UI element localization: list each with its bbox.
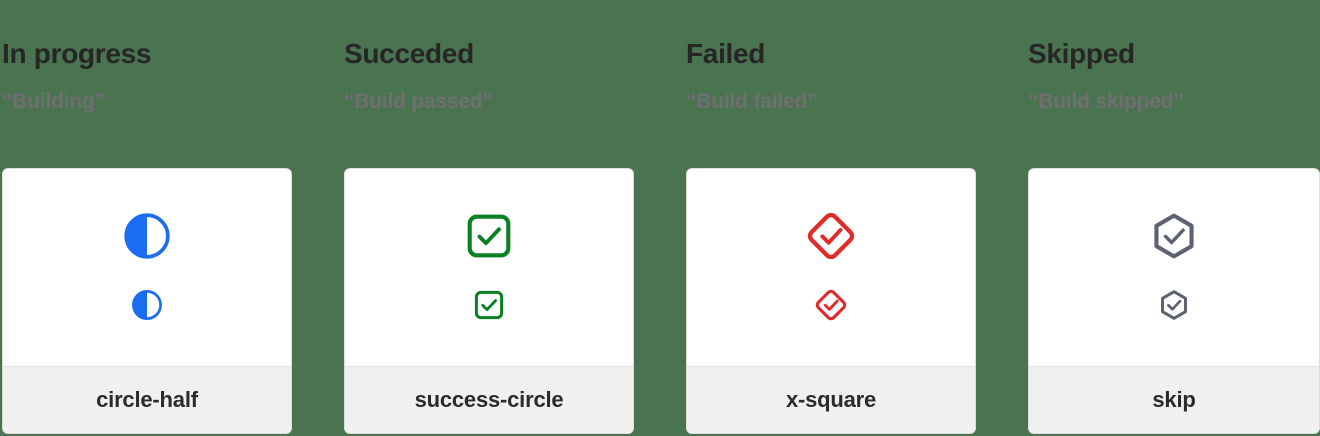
status-column-failed: Failed “Build failed” x-square <box>684 0 1024 436</box>
column-heading: Succeded <box>344 38 474 69</box>
icon-card-footer: x-square <box>687 366 975 433</box>
column-heading: In progress <box>2 38 152 69</box>
column-subheading: “Build failed” <box>686 90 818 113</box>
success-circle-icon <box>467 214 511 257</box>
icon-card-footer: circle-half <box>3 366 291 433</box>
icon-card-x-square[interactable]: x-square <box>686 168 976 434</box>
column-subheading: “Building” <box>2 90 105 113</box>
icon-name-label: circle-half <box>96 387 198 412</box>
column-subheading: “Build skipped” <box>1028 90 1184 113</box>
skip-icon <box>1161 289 1187 320</box>
icon-preview-area <box>687 169 975 366</box>
circle-half-icon <box>132 289 162 320</box>
status-column-succeded: Succeded “Build passed” success-circle <box>342 0 682 436</box>
icon-preview-area <box>3 169 291 366</box>
icon-card-skip[interactable]: skip <box>1028 168 1320 434</box>
icon-name-label: success-circle <box>414 387 564 412</box>
icon-card-footer: skip <box>1029 366 1319 433</box>
icon-preview-area <box>1029 169 1319 366</box>
column-subheading: “Build passed” <box>344 90 493 113</box>
circle-half-icon <box>124 212 170 259</box>
success-circle-icon <box>474 290 504 319</box>
status-column-skipped: Skipped “Build skipped” skip <box>1026 0 1320 436</box>
icon-name-label: x-square <box>785 387 877 412</box>
status-column-in-progress: In progress “Building” circle-half <box>0 0 340 436</box>
icon-name-label: skip <box>1152 387 1196 412</box>
skip-icon <box>1154 213 1194 258</box>
icon-card-circle-half[interactable]: circle-half <box>2 168 292 434</box>
icon-card-footer: success-circle <box>345 366 633 433</box>
column-heading: Skipped <box>1028 38 1135 69</box>
x-square-icon <box>815 289 847 320</box>
x-square-icon <box>807 212 855 259</box>
column-heading: Failed <box>686 38 766 69</box>
icon-card-success-circle[interactable]: success-circle <box>344 168 634 434</box>
icon-preview-area <box>345 169 633 366</box>
